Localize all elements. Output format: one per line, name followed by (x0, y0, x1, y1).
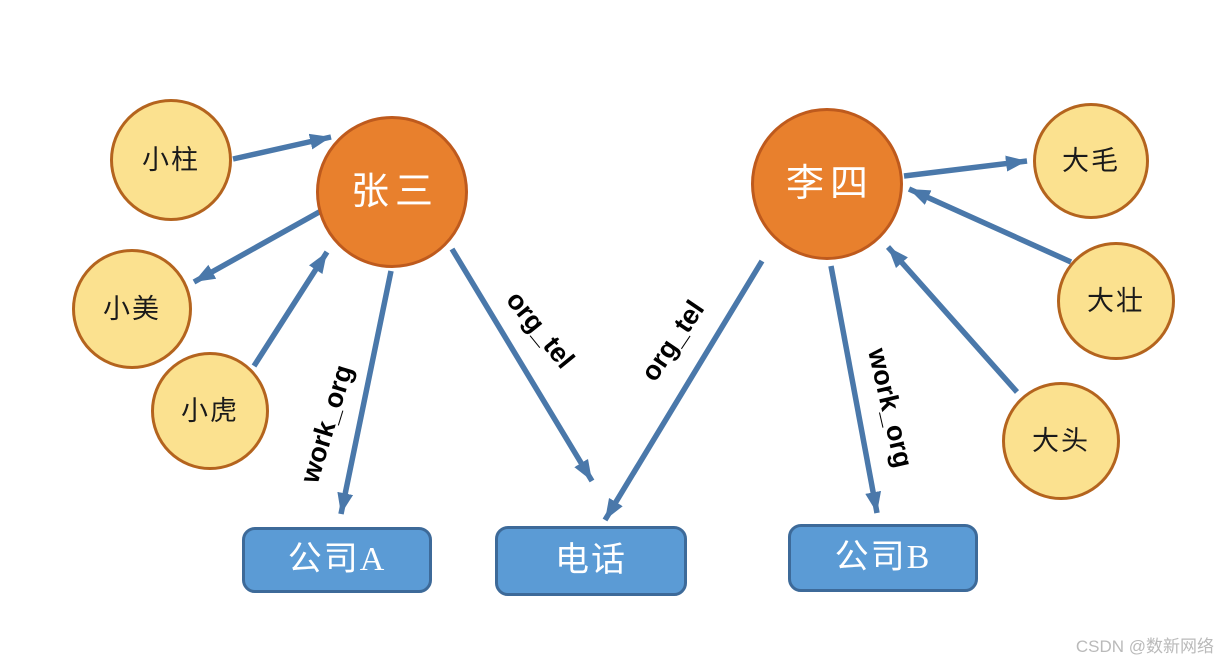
edge-zhangsan-to-tel (449, 247, 595, 483)
node-label-datou: 大头 (1032, 425, 1090, 456)
node-xiaomei: 小美 (72, 249, 192, 369)
node-xiaohu: 小虎 (151, 352, 269, 470)
node-lisi: 李四 (751, 108, 903, 260)
node-companyA: 公司A (242, 527, 432, 593)
node-dazhuang: 大壮 (1057, 242, 1175, 360)
edge-lisi-to-companyB (828, 265, 882, 514)
node-label-companyB: 公司B (834, 539, 932, 576)
node-label-zhangsan: 张三 (350, 171, 439, 213)
edge-xiaohu-to-zhangsan (251, 250, 330, 368)
node-damao: 大毛 (1033, 103, 1149, 219)
node-zhangsan: 张三 (316, 116, 468, 268)
node-companyB: 公司B (788, 524, 978, 592)
node-label-dazhuang: 大壮 (1087, 285, 1145, 316)
edge-lisi-to-damao (903, 155, 1028, 179)
node-xiaozhu: 小柱 (110, 99, 232, 221)
edge-xiaozhu-to-zhangsan (232, 133, 332, 162)
node-label-tel: 电话 (555, 542, 627, 579)
node-label-damao: 大毛 (1062, 145, 1120, 176)
node-label-xiaomei: 小美 (103, 293, 161, 324)
edge-lisi-to-tel (602, 259, 765, 522)
edge-dazhuang-to-lisi (907, 186, 1073, 265)
node-tel: 电话 (495, 526, 687, 596)
node-label-xiaozhu: 小柱 (142, 144, 200, 175)
watermark: CSDN @数新网络 (1075, 637, 1214, 656)
edge-zhangsan-to-companyA (337, 270, 394, 515)
node-datou: 大头 (1002, 382, 1120, 500)
node-label-lisi: 李四 (785, 163, 874, 205)
edge-zhangsan-to-xiaomei (192, 208, 323, 285)
node-label-xiaohu: 小虎 (181, 395, 239, 426)
edge-datou-to-lisi (885, 245, 1020, 394)
node-label-companyA: 公司A (287, 541, 387, 578)
